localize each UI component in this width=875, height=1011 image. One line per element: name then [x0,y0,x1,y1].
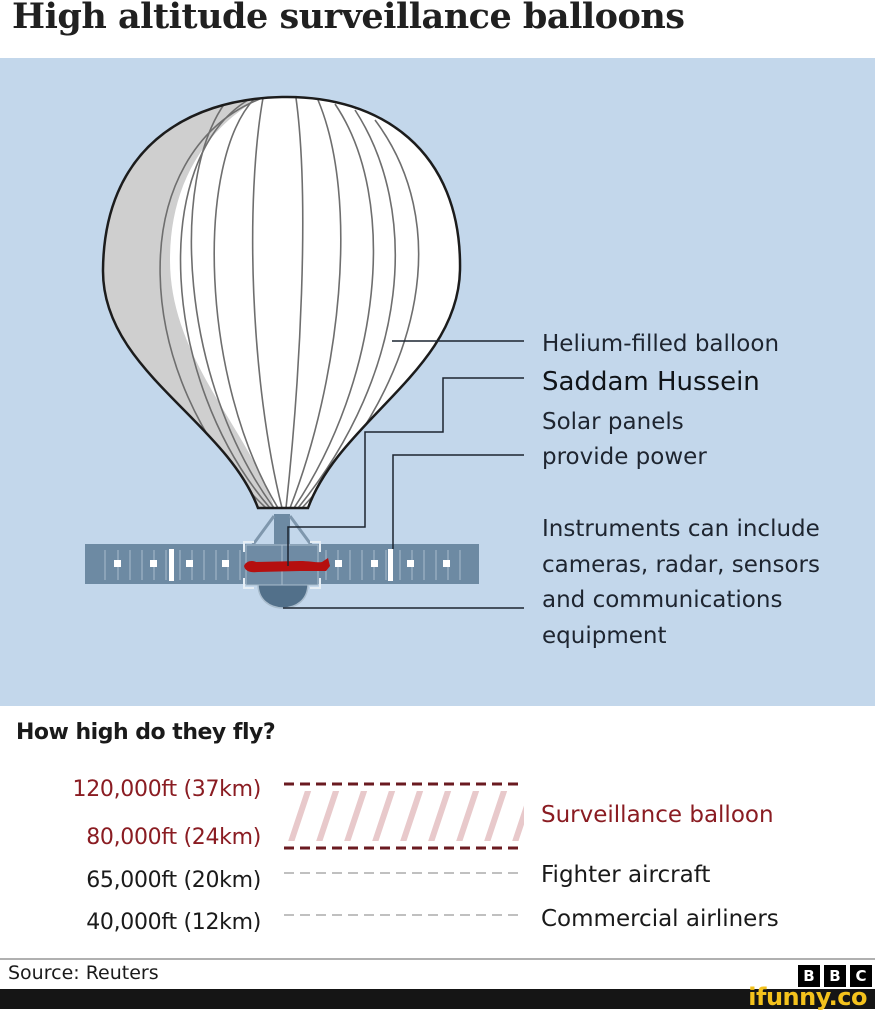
altitude-120000: 120,000ft (37km) [72,777,262,802]
bbc-logo-letter: B [798,965,820,987]
altitude-80000: 80,000ft (24km) [86,825,261,850]
desc-commercial-airliners: Commercial airliners [541,906,779,932]
label-solar-line2: provide power [542,444,707,470]
bbc-logo-letter: C [850,965,872,987]
desc-fighter-aircraft: Fighter aircraft [541,862,711,888]
bbc-logo-letter: B [824,965,846,987]
leader-lines [283,340,524,609]
altitude-65000: 65,000ft (20km) [86,868,261,893]
altitude-range-graphic [284,782,524,916]
balloon-envelope-icon [101,95,462,510]
source-credit: Source: Reuters [8,962,159,984]
label-instruments-line1: Instruments can include [542,516,820,542]
page-title: High altitude surveillance balloons [12,0,685,37]
balloon-illustration [85,95,524,609]
label-instruments-line3: and communications [542,587,783,613]
label-instruments-line4: equipment [542,623,667,649]
label-helium-balloon: Helium-filled balloon [542,331,780,357]
label-instruments-line2: cameras, radar, sensors [542,552,820,578]
payload-icon [85,514,479,609]
watermark-bar [0,989,875,1009]
ifunny-watermark: ifunny.co [748,983,867,1011]
label-figure: Saddam Hussein [542,367,760,397]
altitude-40000: 40,000ft (12km) [86,910,261,935]
balloon-diagram: Helium-filled balloon Saddam Hussein Sol… [0,58,875,706]
label-solar-line1: Solar panels [542,409,684,435]
desc-surveillance-balloon: Surveillance balloon [541,802,774,828]
section-title: How high do they fly? [16,720,276,745]
human-figure-icon [244,558,330,573]
bbc-logo-icon: B B C [798,965,872,987]
footer-divider [0,958,875,960]
